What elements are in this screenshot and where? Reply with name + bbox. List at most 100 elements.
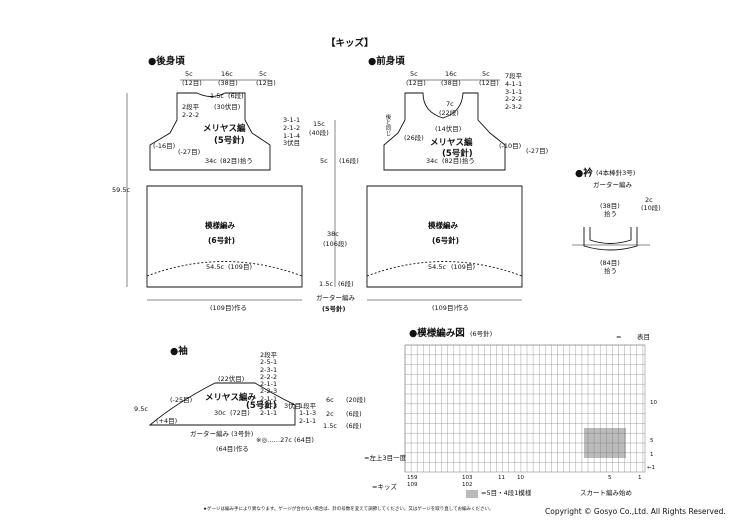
collar-back-pick: 拾う <box>604 210 617 218</box>
back-shoulder-r-st: (12目) <box>256 79 276 87</box>
chart-col-102: 102 <box>462 482 473 488</box>
page-title: 【キッズ】 <box>326 38 374 49</box>
back-stitch: メリヤス編 <box>203 124 246 134</box>
chart-symbol-note: =左上3目一度 <box>364 454 407 462</box>
chart-row-10: 10 <box>650 400 657 406</box>
sleeve-width-st: (72目) <box>230 409 250 417</box>
chart-col-103: 103 <box>462 475 473 481</box>
collar-front-pick: 拾う <box>604 267 617 275</box>
back-cast-on: (109目)作る <box>210 304 247 312</box>
back-shoulder-l-st: (12目) <box>182 79 202 87</box>
front-width-st: (82目)拾う <box>442 157 475 165</box>
front-width: 34c <box>426 157 438 165</box>
collar-heading: ●衿 <box>575 168 593 179</box>
sleeve-cuff-note: ※◎……27c (64目) <box>256 436 314 444</box>
front-heading: ●前身頃 <box>368 56 405 67</box>
front-shoulder-l-st: (12目) <box>406 79 426 87</box>
back-neck: 16c <box>221 70 233 78</box>
front-neck-depth: 7c <box>446 100 454 108</box>
front-neck: 16c <box>445 70 457 78</box>
back-skirt-w: 54.5c <box>206 263 225 271</box>
front-mid-rows: (26段) <box>404 134 424 142</box>
sleeve-stitch: メリヤス編み <box>205 393 257 403</box>
chart-start-note: スカート編み始め <box>580 489 632 497</box>
front-neck-depth-st: (22段) <box>439 109 459 117</box>
back-skirt-outline <box>146 185 303 288</box>
sleeve-dec: 2段平 2-5-1 2-3-1 2-2-2 2-1-1 2-2-3 2-1-1 … <box>260 351 278 418</box>
sleeve-h6-rows: (20段) <box>346 396 366 404</box>
collar-outline <box>583 227 638 251</box>
front-cast-on: (109目)作る <box>432 304 469 312</box>
sleeve-h: 9.5c <box>134 405 148 413</box>
sleeve-h2: 2c <box>326 410 334 418</box>
back-heading: ●後身頃 <box>148 56 185 67</box>
collar-front-st: (84目) <box>600 259 620 267</box>
front-shoulder-l: 5c <box>410 70 418 78</box>
chart-heading: ●模様編み図 <box>409 328 465 339</box>
back-shoulder-dec: 2段平 2-2-2 <box>182 103 200 119</box>
sleeve-inc: (+4目) <box>156 417 178 425</box>
front-side-r: (-10目) <box>499 142 522 150</box>
chart-repeat-note: =5目・4段1模様 <box>481 489 532 497</box>
chart-col-159: 159 <box>407 475 418 481</box>
front-skirt-rows: (106段) <box>323 240 347 248</box>
front-skirt-outline <box>366 185 523 288</box>
collar-stitch: ガーター編み <box>593 181 632 189</box>
front-stitch: メリヤス編 <box>430 138 473 148</box>
sleeve-h15-rows: (6段) <box>346 422 362 430</box>
front-skirt-stitch: 模様編み <box>428 221 458 230</box>
collar-needle: (4本棒針3号) <box>596 169 636 177</box>
chart-needle: (6号針) <box>470 330 493 338</box>
chart-col-5: 5 <box>608 475 612 481</box>
chart-row-1: 1 <box>650 452 654 458</box>
front-needle: (5号針) <box>442 149 473 159</box>
front-skirt-w-st: (109目) <box>451 263 475 271</box>
chart-col-11: 11 <box>498 475 505 481</box>
collar-h-rows: (10段) <box>641 204 661 212</box>
back-neck-bottom: (30伏目) <box>214 103 241 111</box>
back-neck-depth: 1.5c <box>210 92 224 100</box>
sleeve-heading: ●袖 <box>170 346 188 357</box>
front-neck-st: (38目) <box>441 79 461 87</box>
sleeve-h15: 1.5c <box>323 422 337 430</box>
back-armhole-dec: 3-1-1 2-1-2 1-1-4 3伏目 <box>283 116 301 148</box>
back-total-h: 59.5c <box>112 186 131 194</box>
front-yoke-outline <box>383 92 506 171</box>
footer-copyright: Copyright © Gosyo Co.,Ltd. All Rights Re… <box>545 507 726 516</box>
sleeve-left: (-25目) <box>170 396 193 404</box>
back-skirt-stitch: 模様編み <box>205 221 235 230</box>
chart-row-start: ←1 <box>647 465 656 471</box>
sleeve-needle: (5号針) <box>246 401 277 411</box>
back-cuff-rows: (16段) <box>339 157 359 165</box>
sleeve-outline <box>148 382 296 426</box>
back-shoulder-r: 5c <box>259 70 267 78</box>
back-side-l: (-16目) <box>153 142 176 150</box>
collar-inner <box>589 227 632 244</box>
back-skirt-curve <box>146 261 303 277</box>
front-shoulder-r: 5c <box>482 70 490 78</box>
back-width-st: (82目)拾う <box>220 157 253 165</box>
chart-legend-knit: = <box>616 333 622 341</box>
back-cuff-h: 5c <box>320 157 328 165</box>
front-side-dec: (-27目) <box>526 147 549 155</box>
collar-back-st: (38目) <box>600 202 620 210</box>
footer-note: ★ゲージは編み手により異なります。ゲージが合わない場合は、針の号数を変えて調節し… <box>203 507 494 512</box>
sleeve-armhole: 3伏目 <box>284 402 302 410</box>
sleeve-rows-note: 1段平 1-1-3 2-1-1 <box>299 402 317 425</box>
chart-row-5: 5 <box>650 438 654 444</box>
sleeve-cast-on: (64目)作る <box>216 445 249 453</box>
sleeve-width: 30c <box>214 409 226 417</box>
back-shoulder-l: 5c <box>185 70 193 78</box>
chart-col-10: 10 <box>517 475 524 481</box>
back-neck-st: (38目) <box>218 79 238 87</box>
back-needle: (5号針) <box>214 136 245 146</box>
front-skirt-w: 54.5c <box>428 263 447 271</box>
front-hem-rows: (6段) <box>338 280 354 288</box>
front-hem-stitch: ガーター編み <box>316 294 355 302</box>
front-shoulder-dec: 7段平 4-1-1 3-1-1 2-2-2 2-3-2 <box>505 72 523 112</box>
chart-legend-label: 表目 <box>637 333 650 341</box>
sleeve-h6: 6c <box>326 396 334 404</box>
chart-col-109: 109 <box>407 482 418 488</box>
chart-kids-note: =キッズ <box>372 483 397 491</box>
